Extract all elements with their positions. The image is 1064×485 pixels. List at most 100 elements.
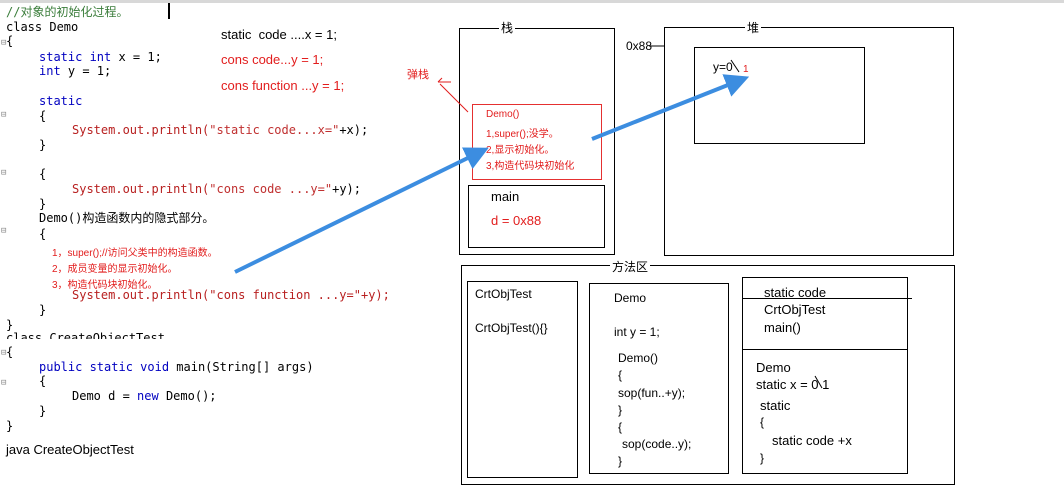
demo-frame-step: 2,显示初始化。	[486, 145, 555, 156]
static-demo-line: {	[760, 415, 765, 429]
code-line: }	[6, 419, 14, 433]
demo-class-line: {	[618, 420, 623, 434]
static-area-box	[742, 277, 908, 474]
top-comment: //对象的初始化过程。	[6, 5, 129, 19]
code-string: "static code...x="	[209, 123, 340, 137]
implicit-notes-panel	[4, 241, 436, 287]
top-strip	[0, 0, 1064, 3]
demo-class-line: sop(fun..+y);	[618, 386, 686, 400]
static-area-header: static code	[764, 285, 827, 300]
code-keyword: new	[137, 389, 159, 403]
code-line: }	[39, 197, 47, 211]
code-line: System.out.println("cons function ...y="…	[72, 288, 390, 302]
code-text: System.out.println(	[72, 182, 210, 196]
implicit-note: 1，super();//访问父类中的构造函数。	[52, 248, 218, 259]
crt-class-name: CrtObjTest	[475, 287, 532, 301]
demo-class-line: Demo()	[618, 351, 659, 365]
code-line: }	[6, 318, 14, 332]
demo-stack-frame	[472, 104, 602, 180]
heap-title: 堆	[745, 19, 762, 36]
code-line: System.out.println("cons code ...y="+y);	[72, 182, 361, 196]
code-line: {	[39, 167, 47, 181]
run-command: java CreateObjectTest	[6, 442, 134, 457]
demo-frame-step: 1,super();没学。	[486, 129, 559, 140]
code-text: main(String[] args)	[169, 360, 314, 374]
fold-marker: ⊟	[1, 110, 7, 120]
code-text: System.out.println(	[72, 123, 210, 137]
code-line: {	[6, 34, 14, 48]
code-keyword: public static void	[39, 360, 170, 374]
code-line: }	[39, 138, 47, 152]
code-line: class Demo	[6, 20, 79, 34]
demo-class-line: }	[618, 403, 623, 417]
static-header-underline	[742, 298, 912, 299]
demo-class-line: sop(code..y);	[622, 437, 692, 451]
stack-region	[459, 28, 615, 255]
heap-region	[664, 27, 954, 256]
fold-marker: ⊟	[1, 378, 7, 388]
code-line: public static void main(String[] args)	[39, 360, 314, 374]
static-area-item: main()	[764, 320, 801, 335]
static-demo-field: static x = 0 1	[756, 377, 830, 392]
static-area-item: CrtObjTest	[764, 302, 826, 317]
stack-title: 栈	[499, 19, 516, 36]
code-string: "cons code ...y="	[209, 182, 333, 196]
code-line: Demo d = new Demo();	[72, 389, 217, 403]
code-line: class CreateObjectTest	[6, 331, 165, 345]
main-frame-title: main	[491, 189, 520, 204]
main-stack-frame	[468, 185, 605, 248]
method-area-title: 方法区	[610, 258, 651, 275]
arrow-to-demo-frame	[234, 147, 489, 274]
demo-frame-step: 3,构造代码块初始化	[486, 161, 575, 172]
code-line: {	[39, 374, 47, 388]
code-line: }	[39, 303, 47, 317]
fold-marker: ⊟	[1, 348, 7, 358]
code-line: {	[6, 345, 14, 359]
heap-field-new: 1	[743, 64, 749, 75]
pop-stack-label: 弹栈	[407, 69, 429, 81]
code-line: static	[39, 94, 83, 108]
static-demo-line: static	[760, 398, 791, 413]
static-area-divider	[742, 349, 908, 350]
fold-marker: ⊟	[1, 168, 7, 178]
demo-class-box	[589, 283, 729, 474]
implicit-note: 2，成员变量的显示初始化。	[52, 264, 178, 275]
output-cons-function: cons function ...y = 1;	[221, 78, 345, 93]
code-text: x = 1;	[111, 50, 162, 64]
code-line: static int x = 1;	[39, 50, 162, 64]
code-keyword: int	[39, 64, 61, 78]
output-static: static code ....x = 1;	[221, 27, 337, 42]
strike-mark-static	[814, 375, 823, 389]
pop-stack-mark	[437, 77, 469, 113]
code-text: Demo();	[158, 389, 217, 403]
demo-class-line: }	[618, 454, 623, 468]
text-cursor	[168, 3, 170, 19]
demo-class-line: {	[618, 368, 623, 382]
output-cons-code: cons code...y = 1;	[221, 52, 324, 67]
code-keyword: static int	[39, 50, 112, 64]
code-line: int y = 1;	[39, 64, 111, 78]
code-line: System.out.println("static code...x="+x)…	[72, 123, 368, 137]
code-line: {	[39, 227, 47, 241]
code-line: {	[39, 109, 47, 123]
main-frame-var: d = 0x88	[491, 213, 542, 228]
demo-object	[694, 47, 865, 144]
implicit-note: 3，构造代码块初始化。	[52, 280, 158, 291]
arrow-to-heap-object	[591, 74, 750, 141]
fold-marker: ⊟	[1, 226, 7, 236]
code-text: Demo d =	[72, 389, 138, 403]
heap-address: 0x88	[626, 39, 653, 53]
code-line: }	[39, 404, 47, 418]
crt-class-ctor: CrtObjTest(){}	[475, 321, 548, 335]
code-line: Demo()构造函数内的隐式部分。	[39, 211, 215, 225]
heap-field: y=0	[713, 60, 733, 74]
static-demo-line: static code +x	[772, 433, 852, 448]
demo-class-name: Demo	[614, 291, 647, 305]
fold-marker: ⊟	[1, 38, 7, 48]
demo-class-field: int y = 1;	[614, 325, 660, 339]
static-demo-line: }	[760, 451, 765, 465]
strike-mark-heap	[730, 59, 740, 73]
crt-class-box	[467, 281, 578, 478]
code-text: y = 1;	[60, 64, 112, 78]
